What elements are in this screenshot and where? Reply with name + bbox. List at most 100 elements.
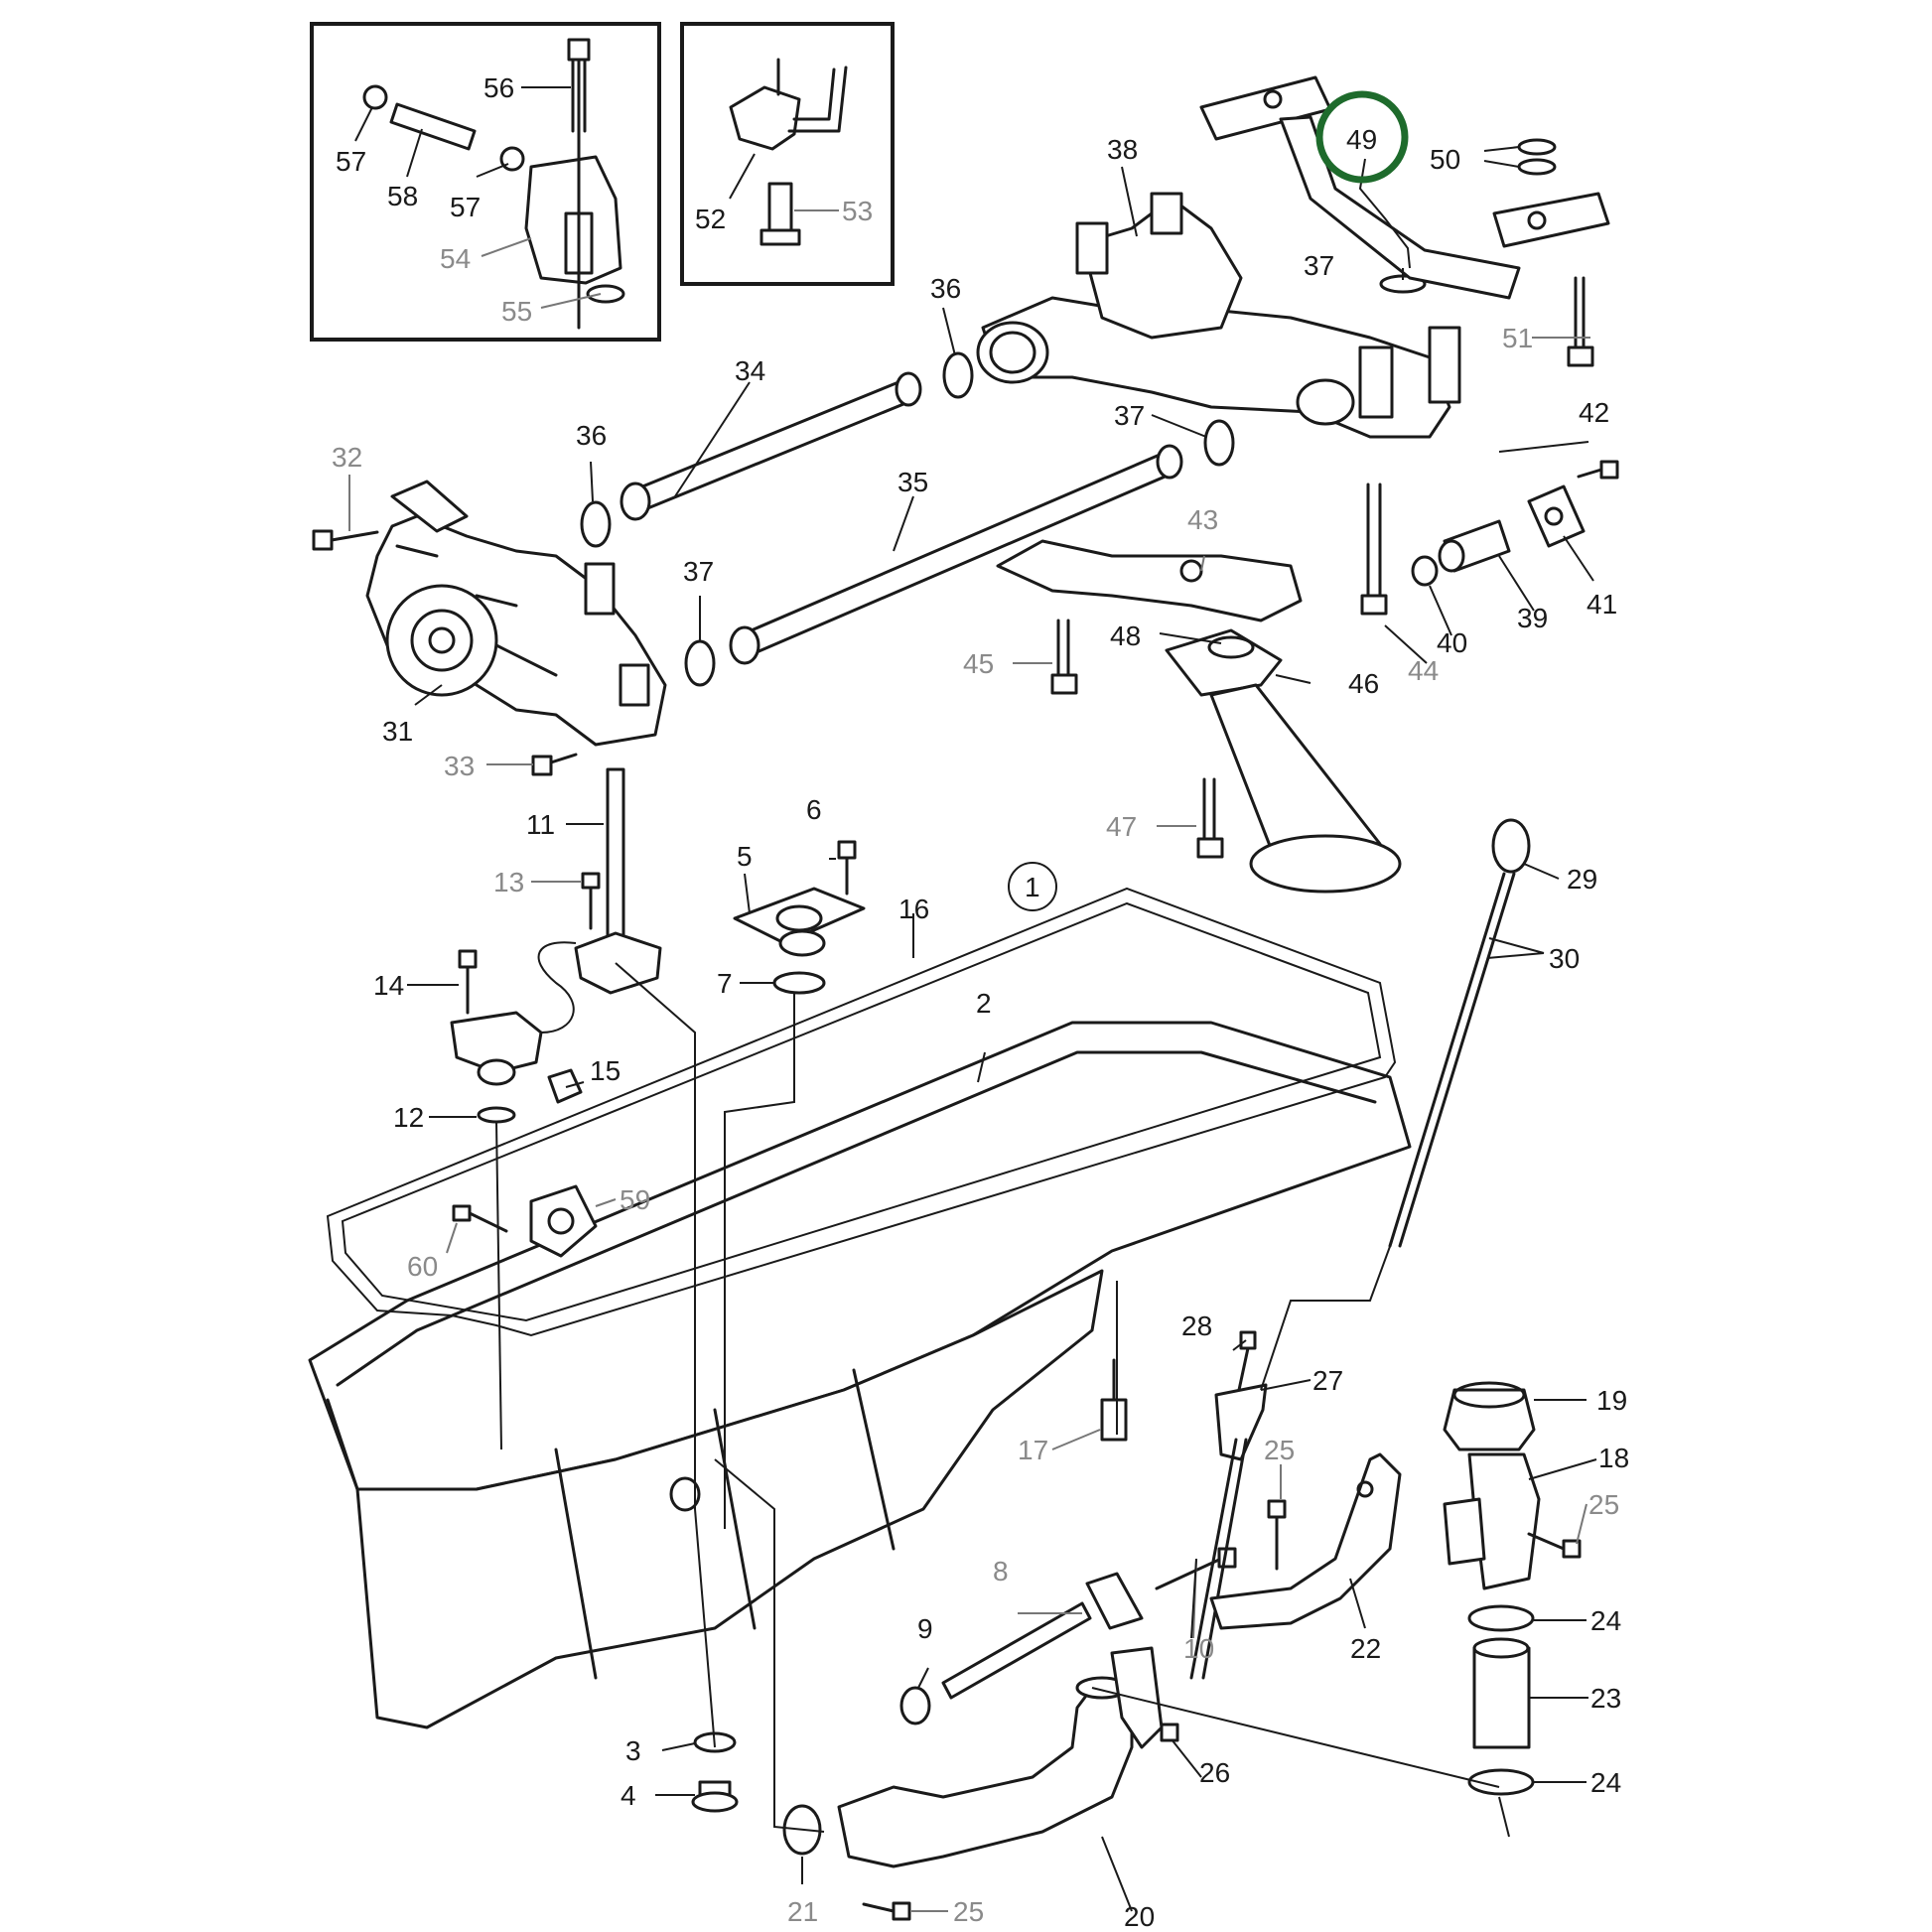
o-ring-40 (1411, 555, 1439, 587)
label-38: 38 (1107, 134, 1138, 165)
bolt-28 (1237, 1330, 1257, 1392)
label-17: 17 (1018, 1435, 1048, 1465)
label-4: 4 (621, 1780, 636, 1811)
label-22: 22 (1350, 1633, 1381, 1664)
label-57b: 57 (450, 192, 481, 222)
label-1: 1 (1025, 872, 1040, 902)
label-28: 28 (1181, 1311, 1212, 1341)
label-49: 49 (1346, 124, 1377, 155)
o-ring-21 (782, 1804, 822, 1856)
oil-level-sensor (574, 767, 662, 995)
oil-manifold (976, 192, 1461, 439)
oil-pump (365, 480, 667, 747)
part-labels: 56 57 58 57 54 55 52 53 32 31 33 34 35 3… (332, 72, 1629, 1932)
label-3: 3 (625, 1735, 641, 1766)
label-2: 2 (976, 988, 992, 1019)
label-8: 8 (993, 1556, 1009, 1587)
label-21: 21 (787, 1896, 818, 1927)
bolt-26 (1160, 1723, 1179, 1742)
cover-41 (1527, 484, 1586, 548)
sensor-17 (1100, 1358, 1128, 1442)
clamp-24a (1467, 1604, 1535, 1632)
bolt-51 (1567, 276, 1594, 367)
o-ring-37b (1203, 419, 1235, 467)
label-13: 13 (493, 867, 524, 897)
label-7: 7 (717, 968, 733, 999)
clip-15 (547, 1068, 583, 1104)
label-16: 16 (898, 894, 929, 924)
label-23: 23 (1590, 1683, 1621, 1714)
label-15: 15 (590, 1055, 621, 1086)
label-36a: 36 (576, 420, 607, 451)
o-ring-36b (942, 351, 974, 399)
label-25b: 25 (1588, 1489, 1619, 1520)
label-37a: 37 (683, 556, 714, 587)
clamp-24b (1467, 1768, 1535, 1796)
o-ring-36a (580, 500, 612, 548)
label-31: 31 (382, 716, 413, 747)
label-20: 20 (1124, 1901, 1155, 1932)
label-27: 27 (1312, 1365, 1343, 1396)
label-12: 12 (393, 1102, 424, 1133)
label-45: 45 (963, 648, 994, 679)
filler-cap-19 (1443, 1381, 1536, 1451)
hose-23 (1472, 1637, 1531, 1749)
o-ring-50b (1517, 158, 1557, 176)
gasket-48 (1207, 635, 1255, 659)
o-ring-12 (477, 1106, 516, 1124)
label-57a: 57 (336, 146, 366, 177)
reference-circle-1 (1008, 862, 1057, 911)
label-47: 47 (1106, 811, 1137, 842)
leader-lines (348, 86, 1597, 1912)
label-37b: 37 (1114, 400, 1145, 431)
label-48: 48 (1110, 621, 1141, 651)
bolt-60 (452, 1204, 508, 1233)
label-50: 50 (1430, 144, 1460, 175)
drain-plug-4 (691, 1780, 739, 1813)
filler-neck-18 (1443, 1452, 1541, 1590)
o-ring-7 (772, 971, 826, 995)
bracket-43 (996, 539, 1303, 622)
bolt-32 (312, 529, 379, 551)
inset-right (680, 22, 895, 286)
label-41: 41 (1587, 589, 1617, 620)
label-26: 26 (1199, 1757, 1230, 1788)
valve-39 (1438, 519, 1511, 573)
dipstick (1388, 818, 1531, 1248)
label-53: 53 (842, 196, 873, 226)
cover-59 (529, 1184, 598, 1258)
label-44: 44 (1408, 655, 1439, 686)
tube-8 (941, 1572, 1144, 1700)
label-35: 35 (897, 467, 928, 497)
label-34: 34 (735, 355, 765, 386)
label-52: 52 (695, 204, 726, 234)
label-5: 5 (737, 841, 753, 872)
bolt-6 (837, 840, 857, 896)
bracket-27 (1189, 1383, 1268, 1680)
o-ring-50a (1517, 138, 1557, 156)
o-ring-37a (684, 639, 716, 687)
o-ring-9 (899, 1686, 931, 1725)
bolt-42 (1577, 460, 1619, 480)
pan-gasket (326, 887, 1397, 1337)
oil-pan (308, 1021, 1412, 1729)
label-25a: 25 (1264, 1435, 1295, 1465)
label-37c: 37 (1304, 250, 1334, 281)
label-58: 58 (387, 181, 418, 211)
label-14: 14 (373, 970, 404, 1001)
label-6: 6 (806, 794, 822, 825)
pipe-35 (729, 444, 1183, 665)
label-46: 46 (1348, 668, 1379, 699)
label-55: 55 (501, 296, 532, 327)
washer-3 (693, 1731, 737, 1753)
bolt-44 (1360, 483, 1388, 616)
label-56: 56 (483, 72, 514, 103)
oil-pipe-49 (1199, 75, 1610, 300)
label-30: 30 (1549, 943, 1580, 974)
cover-5 (733, 887, 866, 957)
label-32: 32 (332, 442, 362, 473)
highlight-ring-49 (1315, 90, 1409, 184)
label-40: 40 (1437, 627, 1467, 658)
label-24a: 24 (1590, 1605, 1621, 1636)
